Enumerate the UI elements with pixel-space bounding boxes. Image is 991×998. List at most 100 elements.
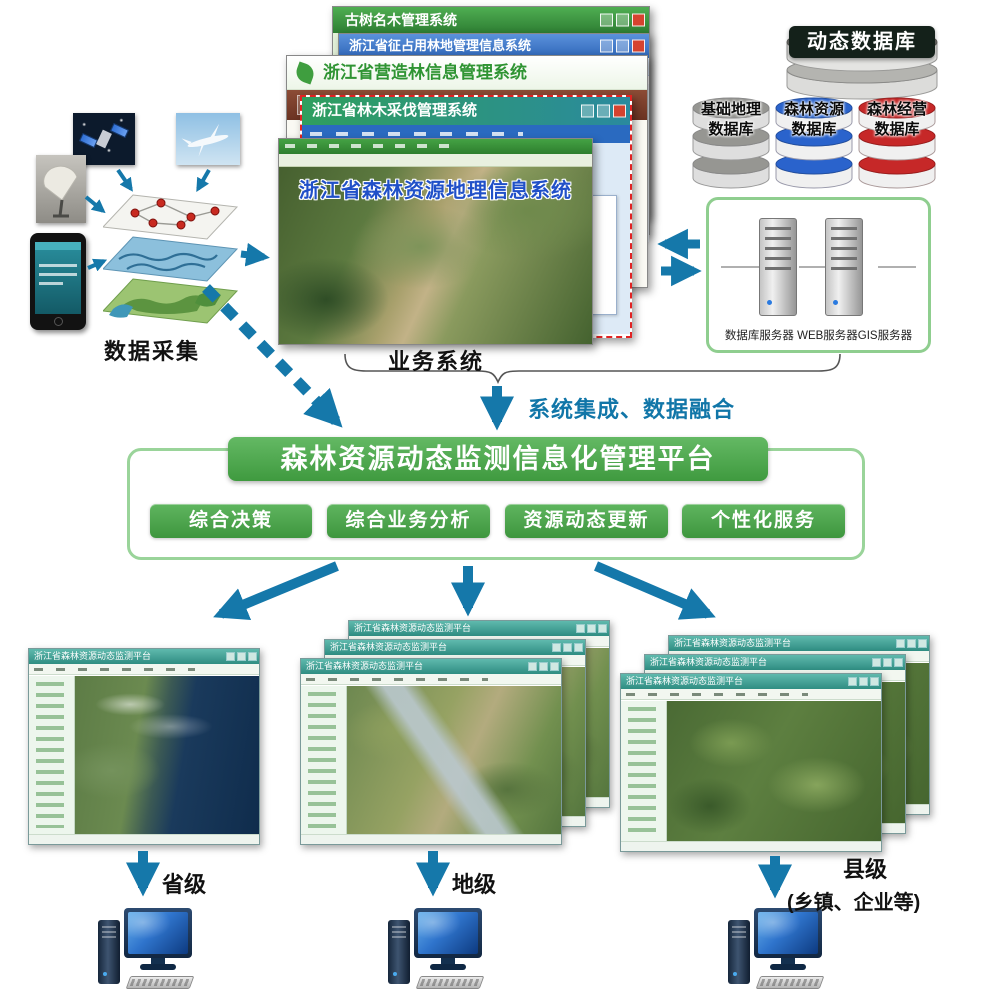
server-group-box: 数据库服务器 WEB服务器GIS服务器 [706, 197, 931, 353]
menu-bar [621, 689, 881, 700]
window-titlebar: 浙江省森林资源动态监测平台 [621, 674, 881, 689]
window-forest-gis-system: 浙江省森林资源地理信息系统 [278, 138, 593, 345]
window-title: 浙江省森林资源动态监测平台 [306, 661, 424, 671]
pc-monitor-stand [151, 958, 165, 965]
phone-text-line [39, 282, 63, 285]
window-title: 浙江省林木采伐管理系统 [312, 102, 478, 119]
integration-label: 系统集成、数据融合 [528, 397, 736, 422]
map-view [75, 676, 259, 834]
window-controls [872, 658, 903, 667]
window-titlebar: 浙江省森林资源动态监测平台 [349, 621, 609, 636]
database-label-line1: 森林经营 [866, 101, 927, 118]
window-titlebar: 浙江省森林资源动态监测平台 [325, 640, 585, 655]
database-forest-resources: 森林资源 数据库 [773, 92, 855, 196]
window-titlebar: 浙江省林木采伐管理系统 [302, 97, 630, 125]
window-title: 浙江省森林资源动态监测平台 [34, 651, 152, 661]
window-titlebar: 浙江省森林资源动态监测平台 [669, 636, 929, 651]
window-titlebar: 浙江省森林资源动态监测平台 [301, 659, 561, 674]
window-title: 浙江省森林资源动态监测平台 [650, 657, 768, 667]
database-label-line2: 数据库 [874, 121, 920, 138]
server-cable [799, 266, 825, 268]
server-label: 数据库服务器 WEB服务器GIS服务器 [724, 330, 913, 342]
database-label-line1: 森林资源 [783, 101, 844, 118]
platform-button-resource-update: 资源动态更新 [505, 504, 668, 538]
monitor-window-prefecture-front: 浙江省森林资源动态监测平台 [300, 658, 562, 845]
radar-photo [36, 155, 86, 223]
workstation-county [728, 908, 825, 996]
window-header: 浙江省营造林信息管理系统 [287, 56, 647, 90]
window-title: 浙江省森林资源动态监测平台 [674, 638, 792, 648]
window-controls [576, 624, 607, 633]
window-title: 浙江省征占用林地管理信息系统 [349, 38, 532, 53]
window-controls [581, 104, 626, 118]
database-label-line2: 数据库 [708, 121, 754, 138]
window-controls [528, 662, 559, 671]
window-title: 古树名木管理系统 [345, 12, 457, 28]
window-title: 浙江省营造林信息管理系统 [323, 63, 527, 82]
satellite-body [96, 129, 112, 149]
window-controls [600, 39, 645, 53]
network-layer [101, 194, 239, 240]
monitor-window-province: 浙江省森林资源动态监测平台 [28, 648, 260, 845]
database-label: 基础地理 数据库 [686, 100, 776, 140]
window-title: 浙江省森林资源动态监测平台 [626, 676, 744, 686]
aircraft-photo [176, 113, 240, 165]
arrow-platform-to-county [594, 561, 716, 620]
server-tower-icon [759, 218, 797, 316]
map-view [667, 701, 881, 841]
hydrology-layer [101, 236, 239, 282]
server-cable [721, 266, 759, 268]
platform-title-banner: 森林资源动态监测信息化管理平台 [228, 437, 768, 481]
pc-monitor-base [770, 964, 806, 970]
database-cylinder-icon [692, 97, 770, 189]
pc-keyboard [415, 976, 485, 989]
window-titlebar: 古树名木管理系统 [333, 7, 649, 33]
data-collection-label: 数据采集 [104, 339, 201, 364]
database-cylinder-icon [775, 97, 853, 189]
layer-tree-sidebar [301, 686, 347, 834]
database-label-line2: 数据库 [791, 121, 837, 138]
window-title: 浙江省森林资源动态监测平台 [330, 642, 448, 652]
satellite-solar-panel [78, 132, 99, 149]
phone-app-header [35, 242, 81, 250]
phone-screen [35, 242, 81, 314]
dynamic-database-label: 动态数据库 [789, 26, 935, 58]
radar-dish-icon [43, 165, 78, 218]
level-label-province: 省级 [162, 872, 207, 897]
menu-bar [301, 674, 561, 685]
pc-monitor [124, 908, 192, 958]
pc-monitor-base [140, 964, 176, 970]
phone-text-line [39, 264, 77, 267]
level-label-county: 县级 [843, 857, 888, 882]
pc-monitor [754, 908, 822, 958]
map-view [347, 686, 561, 834]
window-titlebar: 浙江省征占用林地管理信息系统 [339, 34, 649, 58]
window-controls [600, 13, 645, 27]
workstation-prefecture [388, 908, 485, 996]
pc-monitor-stand [441, 958, 455, 965]
arrow-satellite-to-layers [116, 168, 133, 192]
pc-tower [98, 920, 120, 984]
platform-button-personalized-service: 个性化服务 [682, 504, 845, 538]
window-titlebar: 浙江省森林资源动态监测平台 [645, 655, 905, 670]
pc-tower [388, 920, 410, 984]
layer-tree-sidebar [621, 701, 667, 841]
window-controls [896, 639, 927, 648]
phone-home-button [54, 317, 63, 326]
satellite-solar-panel [109, 122, 130, 139]
database-cylinder-icon [858, 97, 936, 189]
pc-screen [758, 912, 818, 954]
status-bar [301, 834, 561, 844]
status-bar [621, 841, 881, 851]
level-sublabel-county: (乡镇、企业等) [787, 892, 921, 914]
window-controls [226, 652, 257, 661]
menu-bar [279, 154, 592, 167]
arrow-phone-to-layers [87, 258, 108, 272]
monitor-window-county-front: 浙江省森林资源动态监测平台 [620, 673, 882, 852]
satellite-map-view: 浙江省森林资源地理信息系统 [279, 167, 592, 344]
pc-screen [418, 912, 478, 954]
database-basic-geography: 基础地理 数据库 [690, 92, 772, 196]
window-titlebar: 浙江省森林资源动态监测平台 [29, 649, 259, 664]
pc-monitor-stand [781, 958, 795, 965]
